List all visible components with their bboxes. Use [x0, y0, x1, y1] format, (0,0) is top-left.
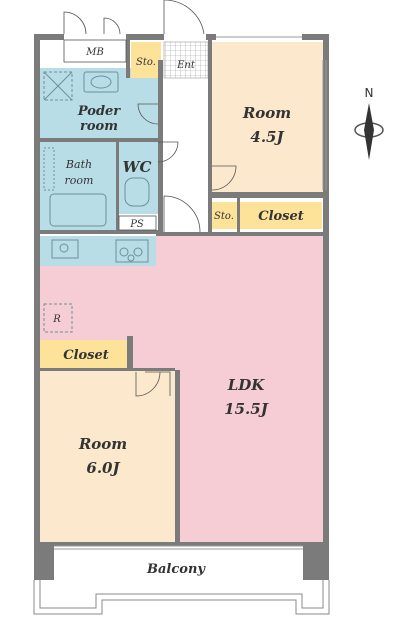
doors — [63, 0, 237, 397]
fixtures — [43, 71, 150, 333]
closet-north-label: Closet — [258, 209, 304, 224]
compass-north-icon: N — [354, 86, 384, 160]
entrance-label: Ent — [176, 60, 196, 71]
closet-north-floor — [240, 202, 322, 229]
ldk-size: 15.5J — [224, 400, 269, 418]
walls — [34, 34, 329, 580]
ps-label: PS — [129, 219, 144, 230]
bathroom-floor — [40, 142, 116, 230]
room-south-size: 6.0J — [86, 459, 120, 477]
ldk-label: LDK — [227, 376, 266, 394]
bathroom-label-1: Bath — [65, 158, 92, 171]
powder-room-label-1: Poder — [77, 104, 121, 119]
closet-west-label: Closet — [63, 348, 109, 363]
storage-mid-label: Sto. — [214, 211, 234, 222]
closet-west-floor — [40, 340, 127, 368]
mb-box — [63, 39, 127, 63]
refrigerator-label: R — [52, 314, 61, 325]
powder-room-label-2: room — [80, 119, 118, 134]
windows — [54, 36, 327, 550]
compass-label: N — [365, 86, 374, 100]
bathroom-label-2: room — [65, 174, 94, 187]
storage-top-label: Sto. — [136, 57, 156, 68]
mb-label: MB — [85, 47, 104, 58]
room-south-label: Room — [78, 435, 127, 453]
room-north-label: Room — [242, 104, 291, 122]
kitchen-counter — [40, 236, 156, 266]
room-north-floor — [212, 42, 323, 192]
ps-box — [118, 215, 157, 231]
wc-label: WC — [123, 158, 152, 176]
storage-mid-floor — [212, 202, 237, 229]
balcony-label: Balcony — [146, 562, 206, 577]
powder-room-floor — [40, 68, 158, 138]
room-south-floor — [40, 370, 175, 542]
balcony-outline — [33, 580, 330, 615]
storage-top-floor — [131, 42, 161, 78]
room-north-size: 4.5J — [250, 128, 284, 146]
